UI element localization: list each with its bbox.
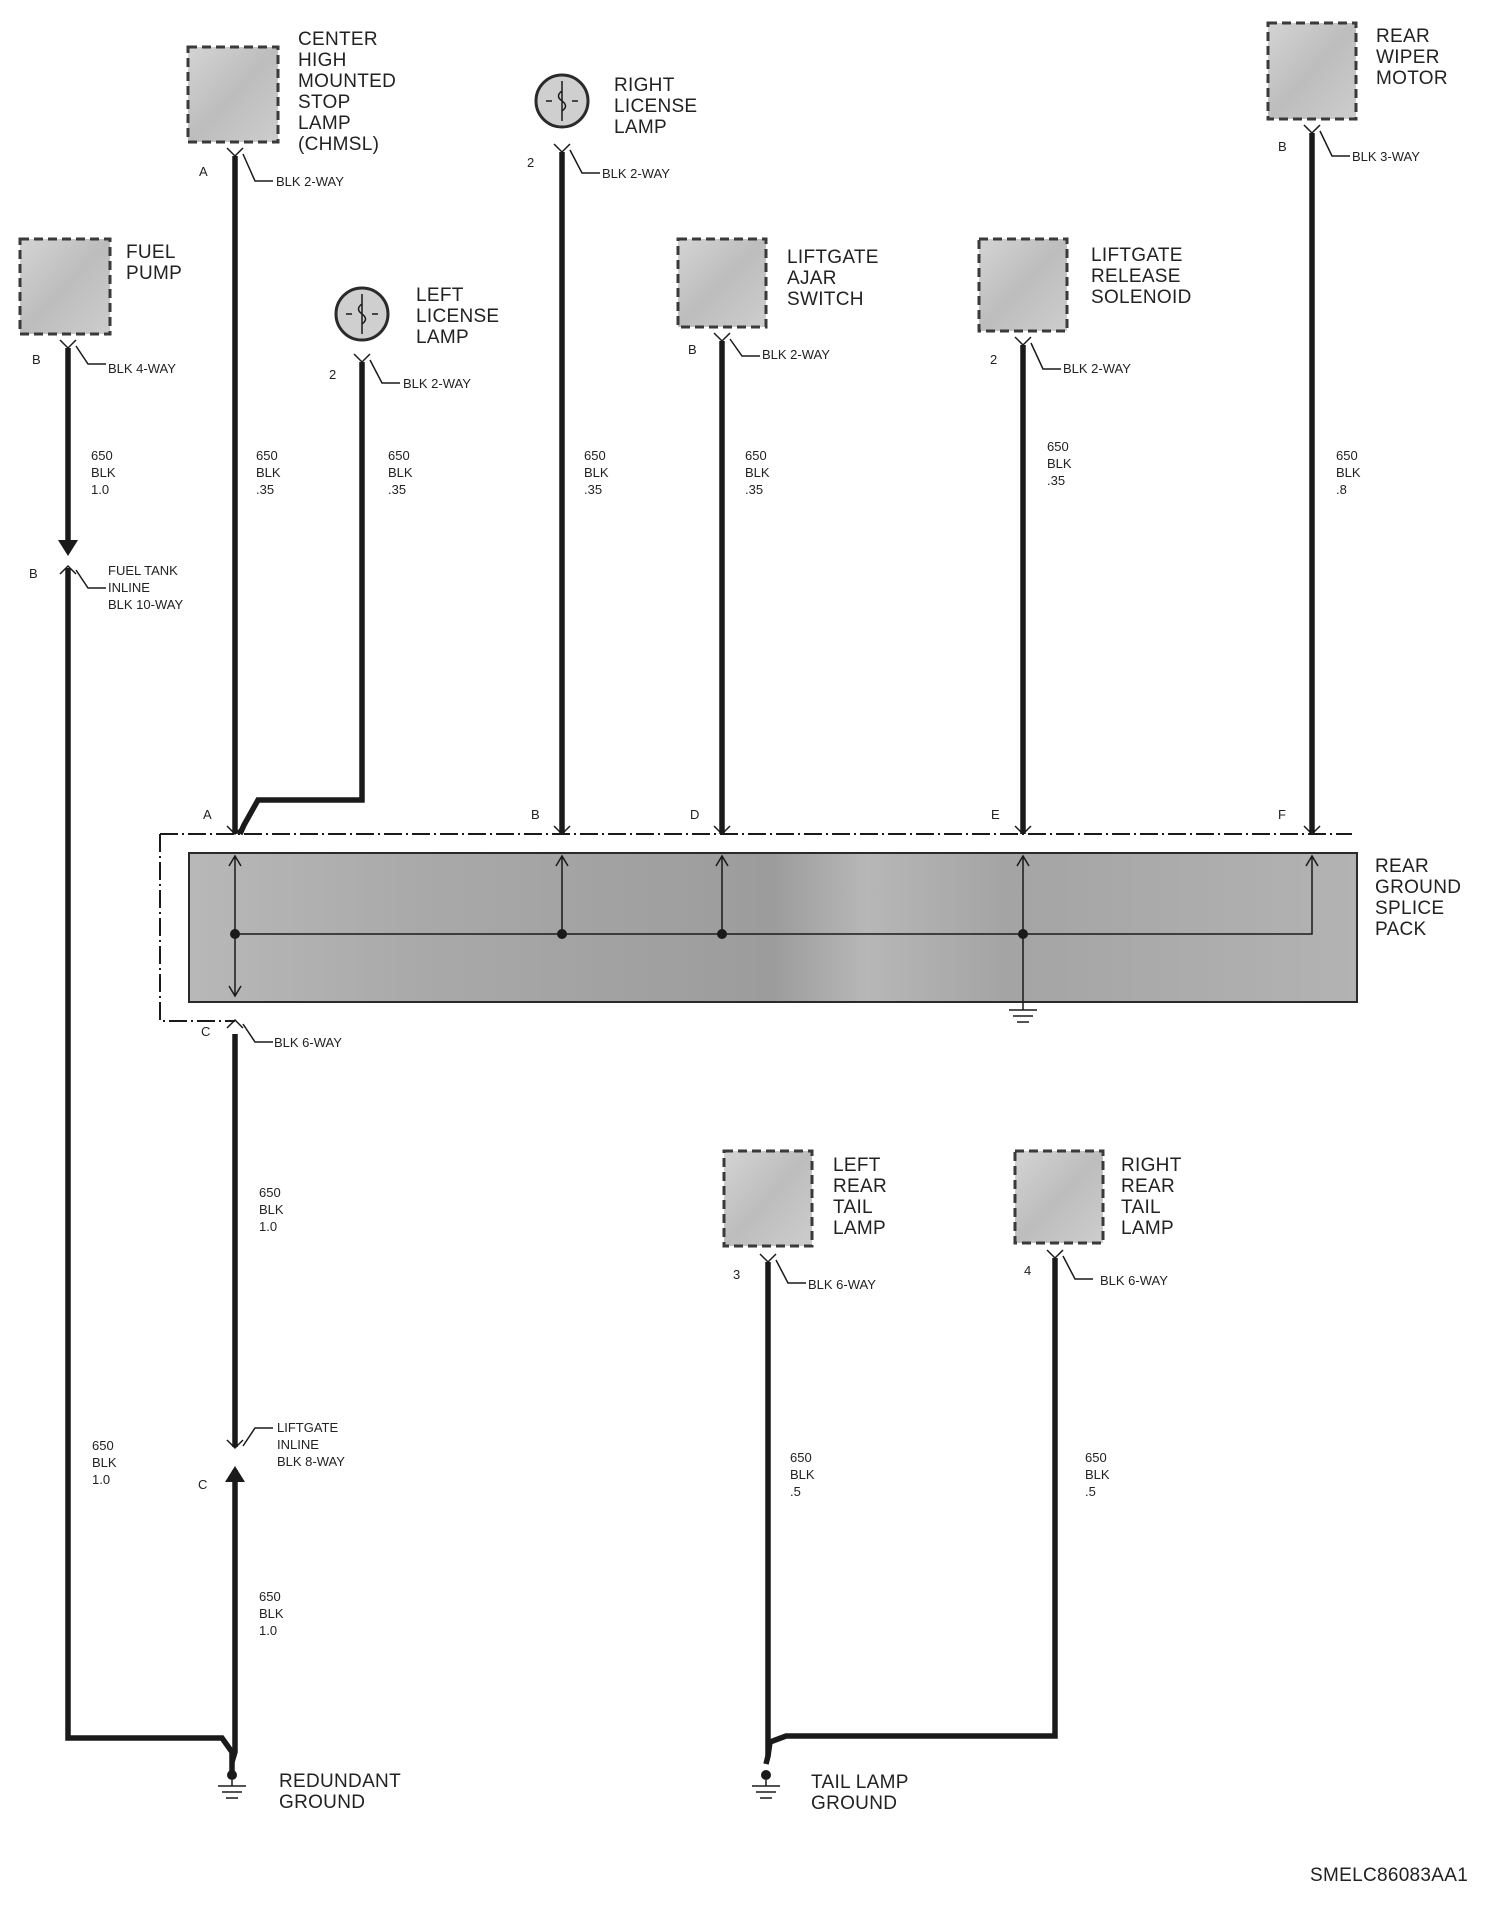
left-license-wire [237, 362, 365, 836]
pin-splice-a: A [203, 807, 212, 822]
liftgate-release-connector-label: BLK 2-WAY [1063, 361, 1131, 376]
liftgate-inline-label: LIFTGATE INLINE BLK 8-WAY [277, 1420, 345, 1469]
wire-spec-chmsl: 650 BLK .35 [256, 448, 284, 497]
pin-fuel-pump: B [32, 352, 41, 367]
splice-output-connector [226, 1018, 273, 1043]
liftgate-release-label: LIFTGATE RELEASE SOLENOID [1091, 245, 1192, 308]
pin-rear-wiper: B [1278, 139, 1287, 154]
fuel-tank-inline-connector [58, 540, 106, 589]
pin-liftgate-ajar: B [688, 342, 697, 357]
fuel-tank-inline-label: FUEL TANK INLINE BLK 10-WAY [108, 563, 183, 612]
wire-spec-left-license: 650 BLK .35 [388, 448, 416, 497]
splice-out-connector-label: BLK 6-WAY [274, 1035, 342, 1050]
left-tail-label: LEFT REAR TAIL LAMP [833, 1155, 893, 1239]
figure-id: SMELC86083AA1 [1310, 1865, 1468, 1886]
liftgate-ajar-connector-label: BLK 2-WAY [762, 347, 830, 362]
pin-splice-out: C [201, 1024, 210, 1039]
wire-spec-fuel-tank-lower: 650 BLK 1.0 [92, 1438, 120, 1487]
pin-splice-f: F [1278, 807, 1286, 822]
tail-lamp-ground-label: TAIL LAMP GROUND [811, 1772, 914, 1814]
left-license-connector-label: BLK 2-WAY [403, 376, 471, 391]
left-tail-wire [763, 1262, 771, 1765]
rear-ground-splice-pack [188, 852, 1358, 1003]
pin-left-tail: 3 [733, 1267, 740, 1282]
wire-spec-liftgate-ajar: 650 BLK .35 [745, 448, 773, 497]
fuel-pump-component [18, 237, 112, 336]
right-tail-connector-label: BLK 6-WAY [1100, 1273, 1168, 1288]
fuel-pump-label: FUEL PUMP [126, 242, 182, 284]
fuel-pump-connector-label: BLK 4-WAY [108, 361, 176, 376]
chmsl-component [186, 45, 280, 144]
wire-spec-splice-out: 650 BLK 1.0 [259, 1185, 287, 1234]
left-tail-connector-label: BLK 6-WAY [808, 1277, 876, 1292]
splice-entry-connectors [226, 825, 1321, 836]
wire-spec-right-tail: 650 BLK .5 [1085, 1450, 1113, 1499]
tail-lamp-ground-icon [752, 1770, 780, 1799]
pin-liftgate-inline: C [198, 1477, 207, 1492]
pin-chmsl: A [199, 164, 208, 179]
splice-ground-icon [1009, 1004, 1037, 1023]
left-license-label: LEFT LICENSE LAMP [416, 285, 505, 348]
fuel-tank-to-ground-wire [65, 568, 235, 1772]
right-license-label: RIGHT LICENSE LAMP [614, 75, 703, 138]
right-license-connector-label: BLK 2-WAY [602, 166, 670, 181]
wire-spec-fuel-pump: 650 BLK 1.0 [91, 448, 119, 497]
redundant-ground-icon [218, 1770, 246, 1799]
liftgate-ajar-switch-component [676, 237, 768, 329]
pin-splice-b: B [531, 807, 540, 822]
splice-nodes [230, 929, 1028, 939]
wire-spec-left-tail: 650 BLK .5 [790, 1450, 818, 1499]
connector-hooks [59, 124, 1350, 384]
rear-wiper-label: REAR WIPER MOTOR [1376, 26, 1448, 89]
liftgate-release-solenoid-component [977, 237, 1069, 333]
wire-spec-liftgate-release: 650 BLK .35 [1047, 439, 1075, 488]
left-rear-tail-lamp-component [722, 1149, 814, 1248]
rear-wiper-motor-component [1266, 21, 1358, 121]
right-rear-tail-lamp-component [1013, 1149, 1105, 1245]
pin-fuel-tank-inline: B [29, 566, 38, 581]
rear-wiper-connector-label: BLK 3-WAY [1352, 149, 1420, 164]
pin-right-license: 2 [527, 155, 534, 170]
splice-pack-boundary [159, 833, 1352, 1022]
right-tail-wire [765, 1258, 1058, 1757]
wire-spec-right-license: 650 BLK .35 [584, 448, 612, 497]
pin-splice-e: E [991, 807, 1000, 822]
pin-liftgate-release: 2 [990, 352, 997, 367]
tail-lamp-connectors [759, 1249, 1093, 1284]
liftgate-ajar-label: LIFTGATE AJAR SWITCH [787, 247, 884, 310]
wire-spec-liftgate-lower: 650 BLK 1.0 [259, 1589, 287, 1638]
left-license-lamp-icon [334, 286, 390, 342]
pin-left-license: 2 [329, 367, 336, 382]
liftgate-inline-connector [225, 1427, 273, 1482]
liftgate-inline-lower-wire [229, 1470, 238, 1763]
chmsl-label: CENTER HIGH MOUNTED STOP LAMP (CHMSL) [298, 29, 402, 155]
pin-splice-d: D [690, 807, 699, 822]
pin-right-tail: 4 [1024, 1263, 1031, 1278]
right-license-lamp-icon [534, 73, 590, 129]
redundant-ground-label: REDUNDANT GROUND [279, 1771, 406, 1813]
wire-spec-rear-wiper: 650 BLK .8 [1336, 448, 1364, 497]
chmsl-connector-label: BLK 2-WAY [276, 174, 344, 189]
splice-pack-label: REAR GROUND SPLICE PACK [1375, 856, 1467, 940]
right-tail-label: RIGHT REAR TAIL LAMP [1121, 1155, 1187, 1239]
splice-internal-bus [228, 854, 1319, 1004]
